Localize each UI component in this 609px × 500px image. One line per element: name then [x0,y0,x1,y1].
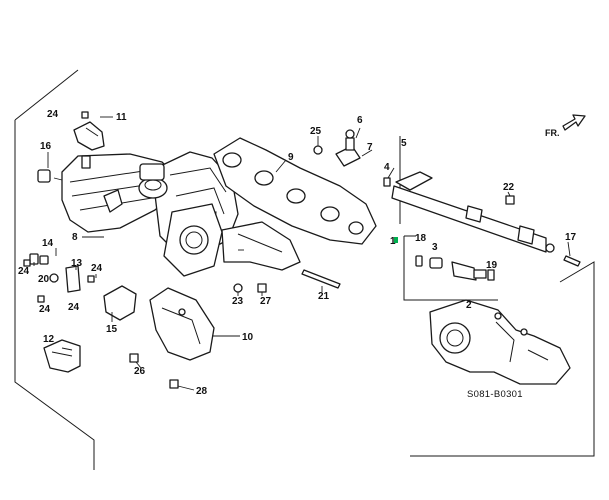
callout-6: 6 [357,115,363,126]
leader-lines [33,116,571,391]
manifold-gasket [213,137,377,245]
front-arrow-icon [562,114,586,131]
fuel-rail [391,171,555,253]
callout-7: 7 [367,142,373,153]
callout-15: 15 [106,324,118,335]
drawing-code: S081-B0301 [467,389,523,400]
callout-8: 8 [72,232,78,243]
head-adapter [429,299,571,385]
injector-assembly [415,255,495,281]
callout-14: 14 [42,238,54,249]
callouts: 1 2 3 4 5 6 7 8 9 10 11 12 13 14 15 16 1… [18,109,577,397]
brackets [43,121,215,373]
front-direction-indicator: FR. [545,114,586,138]
callout-18: 18 [415,233,427,244]
callout-17: 17 [565,232,577,243]
callout-16: 16 [40,141,52,152]
callout-24-a: 24 [47,109,59,120]
front-direction-label: FR. [545,128,560,138]
callout-28: 28 [196,386,208,397]
callout-9: 9 [288,152,294,163]
callout-13: 13 [71,258,83,269]
callout-24-b: 24 [18,266,30,277]
selected-part-highlight [394,237,398,243]
callout-22: 22 [503,182,515,193]
callout-11: 11 [116,112,127,123]
fasteners [23,111,581,389]
callout-24-c: 24 [91,263,103,274]
callout-4: 4 [384,162,390,173]
callout-19: 19 [486,260,498,271]
callout-12: 12 [43,334,55,345]
callout-21: 21 [318,291,330,302]
callout-10: 10 [242,332,254,343]
callout-3: 3 [432,242,438,253]
intake-manifold [61,151,301,277]
callout-23: 23 [232,296,244,307]
callout-20: 20 [38,274,50,285]
callout-1: 1 [390,236,396,247]
callout-25: 25 [310,126,322,137]
pressure-regulator [335,129,361,167]
callout-27: 27 [260,296,272,307]
injector-callout-bracket [403,235,498,301]
callout-24-e: 24 [68,302,80,313]
callout-24-d: 24 [39,304,51,315]
callout-5: 5 [401,138,407,149]
callout-26: 26 [134,366,146,377]
callout-2: 2 [466,300,472,311]
